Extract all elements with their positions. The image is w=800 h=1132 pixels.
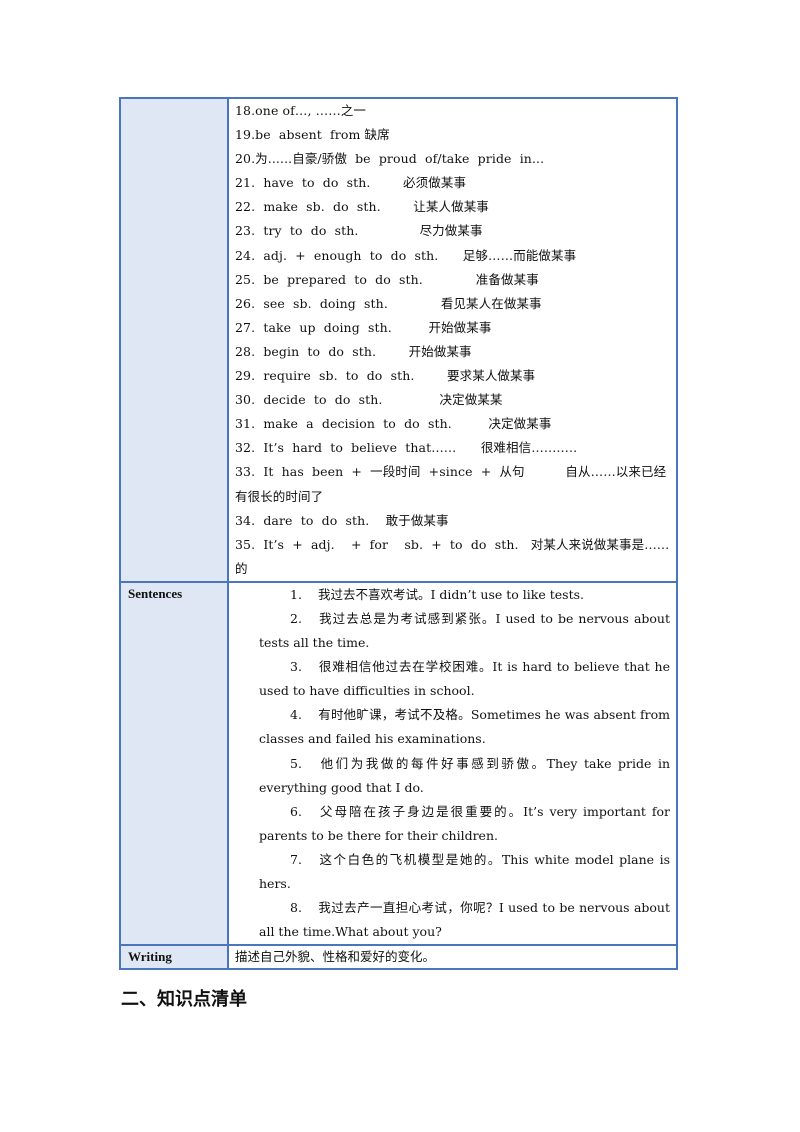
phrase-item: 29. require sb. to do sth. 要求某人做某事 — [235, 368, 536, 384]
sentence-number: 8. — [290, 900, 302, 916]
phrases-cell: 18.one of…, ……之一 19.be absent from 缺席 20.为… — [227, 97, 678, 583]
sentence-number: 1. — [290, 586, 302, 602]
phrases-label-cell — [119, 97, 229, 583]
sentence-text: 他们为我做的每件好事感到骄傲。They take pride in everyt… — [259, 755, 670, 795]
phrase-item: 35. It’s + adj. + for sb. + to do sth. 对… — [235, 536, 670, 576]
phrase-item: 28. begin to do sth. 开始做某事 — [235, 343, 472, 359]
sentence-text: 我过去总是为考试感到紧张。I used to be nervous about … — [259, 610, 670, 651]
phrase-list: 18.one of…, ……之一 19.be absent from 缺席 20.为… — [229, 99, 676, 581]
sentence-text: 我过去产一直担心考试，你呢？I used to be nervous about… — [259, 900, 670, 940]
sentence-number: 7. — [290, 851, 302, 867]
phrase-item: 21. have to do sth. 必须做某事 — [235, 175, 467, 191]
writing-row: Writing 描述自己外貌、性格和爱好的变化。 — [119, 944, 678, 971]
sentence-item: 4.有时他旷课，考试不及格。Sometimes he was absent fr… — [259, 703, 670, 751]
phrases-row: 18.one of…, ……之一 19.be absent from 缺席 20.为… — [119, 97, 678, 583]
sentence-text: 很难相信他过去在学校困难。It is hard to believe that … — [259, 659, 670, 699]
phrase-item: 33. It has been + 一段时间 +since + 从句 自从……以… — [235, 464, 667, 504]
phrase-item: 25. be prepared to do sth. 准备做某事 — [235, 271, 539, 287]
sentence-text: 有时他旷课，考试不及格。Sometimes he was absent from… — [259, 707, 670, 747]
phrase-item: 24. adj. + enough to do sth. 足够……而能做某事 — [235, 247, 577, 263]
phrase-item: 22. make sb. do sth. 让某人做某事 — [235, 199, 489, 215]
sentences-label: Sentences — [119, 580, 229, 947]
phrase-item: 26. see sb. doing sth. 看见某人在做某事 — [235, 295, 542, 311]
writing-label: Writing — [119, 944, 229, 971]
sentence-item: 2.我过去总是为考试感到紧张。I used to be nervous abou… — [259, 607, 670, 655]
writing-text: 描述自己外貌、性格和爱好的变化。 — [235, 949, 436, 965]
sentence-item: 3.很难相信他过去在学校困难。It is hard to believe tha… — [259, 655, 670, 703]
phrase-item: 18.one of…, ……之一 — [235, 103, 367, 118]
sentence-list: 1. 我过去不喜欢考试。I didn’t use to like tests. 2.… — [229, 583, 676, 944]
sentence-item: 7.这个白色的飞机模型是她的。This white model plane is… — [259, 848, 670, 896]
phrase-item: 27. take up doing sth. 开始做某事 — [235, 319, 492, 335]
phrase-item: 20.为......自豪/骄傲 be proud of/take pride i… — [235, 151, 545, 167]
sentence-text: 父母陪在孩子身边是很重要的。It’s very important for pa… — [259, 803, 670, 843]
sentence-item: 8.我过去产一直担心考试，你呢？I used to be nervous abo… — [259, 896, 670, 944]
sentence-item: 5.他们为我做的每件好事感到骄傲。They take pride in ever… — [259, 752, 670, 800]
sentences-row: Sentences 1. 我过去不喜欢考试。I didn’t use to lik… — [119, 580, 678, 947]
phrase-item: 19.be absent from 缺席 — [235, 127, 390, 143]
sentence-number: 6. — [290, 803, 302, 819]
sentence-item: 1. 我过去不喜欢考试。I didn’t use to like tests. — [259, 583, 670, 607]
phrase-table: 18.one of…, ……之一 19.be absent from 缺席 20.为… — [119, 97, 678, 971]
phrase-item: 31. make a decision to do sth. 决定做某事 — [235, 416, 552, 432]
section-title: 二、知识点清单 — [121, 989, 247, 1010]
sentence-text: 这个白色的飞机模型是她的。This white model plane is h… — [259, 851, 670, 891]
sentence-number: 2. — [290, 610, 302, 626]
phrase-item: 23. try to do sth. 尽力做某事 — [235, 223, 483, 239]
sentence-number: 4. — [290, 707, 302, 723]
phrase-item: 34. dare to do sth. 敢于做某事 — [235, 512, 449, 528]
sentences-cell: 1. 我过去不喜欢考试。I didn’t use to like tests. 2.… — [227, 580, 678, 947]
phrase-item: 30. decide to do sth. 决定做某某 — [235, 392, 503, 408]
sentence-text: 我过去不喜欢考试。I didn’t use to like tests. — [318, 586, 584, 602]
phrase-item: 32. It’s hard to believe that…… 很难相信……….… — [235, 440, 578, 456]
sentence-item: 6.父母陪在孩子身边是很重要的。It’s very important for … — [259, 800, 670, 848]
sentence-number: 5. — [290, 755, 302, 771]
sentence-number: 3. — [290, 659, 302, 675]
writing-cell: 描述自己外貌、性格和爱好的变化。 — [227, 944, 678, 971]
